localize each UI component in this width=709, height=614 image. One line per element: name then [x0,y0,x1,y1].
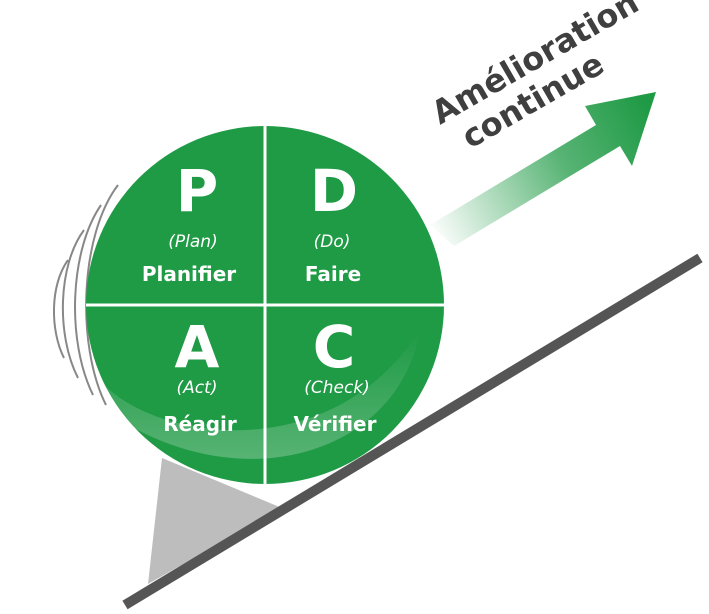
quadrant-do-label: Faire [305,262,361,286]
improvement-arrow [430,92,656,246]
wedge-chock [148,458,282,584]
quadrant-act-english: (Act) [177,378,218,398]
quadrant-plan: P (Plan) Planifier [142,157,236,286]
quadrant-act: A (Act) Réagir [163,313,237,436]
quadrant-plan-label: Planifier [142,262,236,286]
ramp-line [122,253,703,610]
quadrant-check: C (Check) Vérifier [294,313,377,436]
quadrant-do-english: (Do) [314,232,351,252]
quadrant-act-letter: A [175,313,220,381]
quadrant-check-english: (Check) [304,378,370,398]
quadrant-do: D (Do) Faire [305,157,361,286]
quadrant-check-label: Vérifier [294,412,377,436]
quadrant-act-label: Réagir [163,412,237,436]
quadrant-do-letter: D [310,157,358,225]
quadrant-plan-letter: P [176,157,219,225]
quadrant-plan-english: (Plan) [168,232,217,252]
quadrant-check-letter: C [313,313,356,381]
motion-lines [52,184,119,406]
wheel-shine [100,330,420,459]
